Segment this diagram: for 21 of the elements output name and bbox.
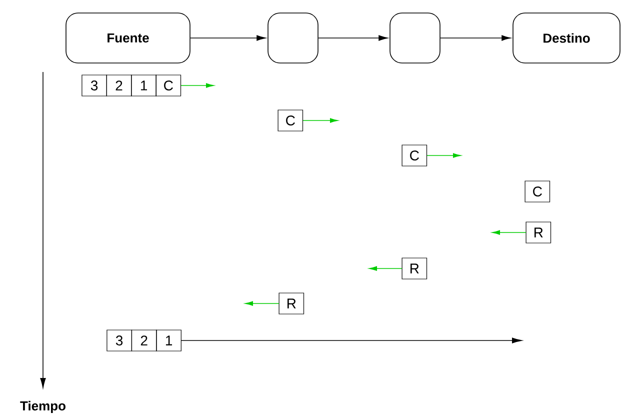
- arrow: [440, 35, 511, 41]
- packet-cell: 2: [106, 74, 132, 96]
- packet-cell: R: [526, 222, 552, 244]
- packet-cell: C: [524, 180, 550, 202]
- packet-cell: R: [278, 292, 304, 314]
- packet-cell: R: [402, 258, 428, 280]
- packet-cell: C: [278, 110, 304, 132]
- process-box: Fuente: [66, 12, 190, 64]
- arrow: [318, 35, 388, 41]
- packet-cell: 2: [131, 330, 157, 352]
- empty-box: [390, 12, 440, 64]
- arrow: [190, 35, 266, 41]
- packet-cell: 3: [106, 330, 132, 352]
- packet-cell: 1: [156, 330, 182, 352]
- packet-cell: C: [156, 74, 182, 96]
- empty-box: [268, 12, 318, 64]
- process-box: Destino: [512, 12, 620, 64]
- axis-label: Tiempo: [20, 400, 66, 414]
- packet-cell: 3: [82, 74, 107, 96]
- packet-cell: 1: [131, 74, 156, 96]
- packet-cell: C: [402, 144, 428, 166]
